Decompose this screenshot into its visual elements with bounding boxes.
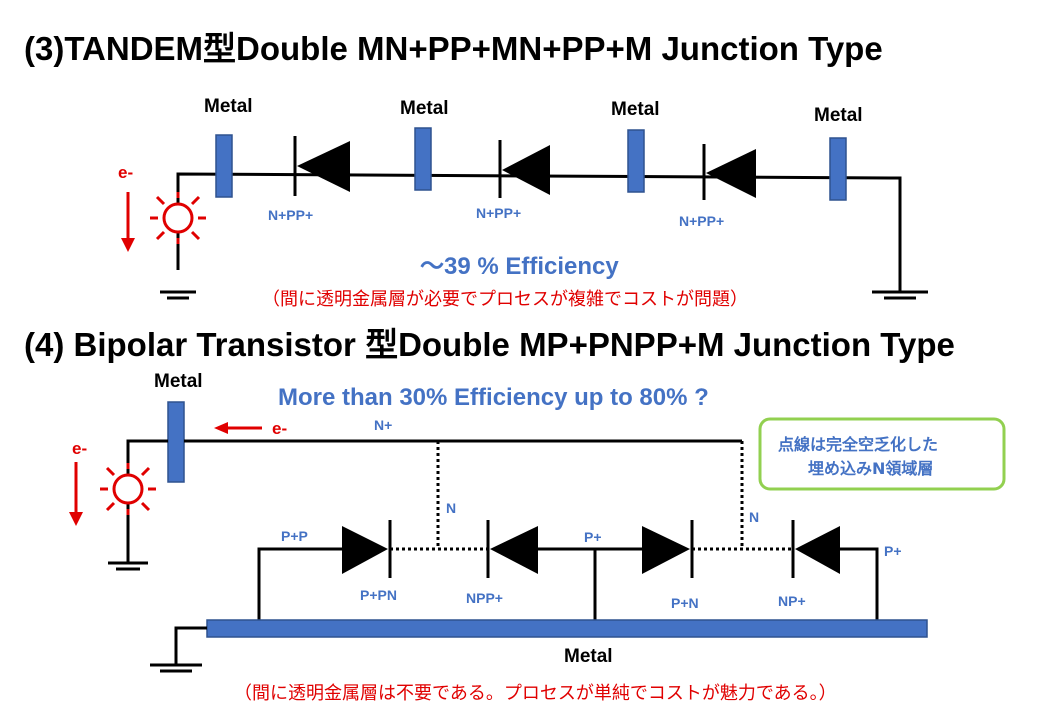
section4-ground-left-icon xyxy=(108,561,148,571)
section3-metal-label-2: Metal xyxy=(400,98,449,119)
section4-label-p-plus-right: P+ xyxy=(884,543,902,559)
section4-label-n-plus: N+ xyxy=(374,417,392,433)
section4-label-np: NP+ xyxy=(778,593,806,609)
section4-diode-4-icon xyxy=(791,520,840,578)
section4-label-p-p: P+P xyxy=(281,528,308,544)
section3-electron-arrow-icon xyxy=(121,192,135,252)
section3-ground-left-icon xyxy=(160,290,196,300)
section3-junction-label-1: N+PP+ xyxy=(268,207,313,223)
section4-electron-arrow-down-icon xyxy=(69,462,83,526)
section4-wire-bottom-right xyxy=(840,547,879,620)
section4-label-p-n: P+N xyxy=(671,595,699,611)
section4-metal-top-label: Metal xyxy=(154,371,203,392)
section3-junction-label-2: N+PP+ xyxy=(476,205,521,221)
section4-label-n-right: N xyxy=(749,509,759,525)
section4-label-p-pn: P+PN xyxy=(360,587,397,603)
section4-electron-arrow-left-icon xyxy=(214,422,262,434)
section4-title: (4) Bipolar Transistor 型Double MP+PNPP+M… xyxy=(24,326,955,363)
section3-junction-label-3: N+PP+ xyxy=(679,213,724,229)
section4-diode-3-icon xyxy=(642,520,694,578)
section4-label-p-plus-mid: P+ xyxy=(584,529,602,545)
section3-metal-4 xyxy=(829,137,847,201)
section3-metal-label-4: Metal xyxy=(814,105,863,126)
section4-electron-label-right: e- xyxy=(272,419,287,438)
section4-note: （間に透明金属層は不要である。プロセスが単純でコストが魅力である。） xyxy=(234,683,837,704)
section3-efficiency: ～39 % Efficiency xyxy=(420,253,619,280)
section3-diode-2-icon xyxy=(498,140,550,198)
section4-light-emission-icon xyxy=(100,463,156,515)
section3-note: （間に透明金属層が必要でプロセスが複雑でコストが問題） xyxy=(262,289,748,310)
section3-metal-1 xyxy=(215,134,233,198)
section4-wire-bottom-left xyxy=(257,547,342,620)
section4-wire-left xyxy=(126,439,168,562)
section3-metal-2 xyxy=(414,127,432,191)
section3-metal-3 xyxy=(627,129,645,193)
section3-electron-label: e- xyxy=(118,163,133,182)
section4-callout-line2: 埋め込みN領域層 xyxy=(808,459,933,478)
section3-diode-3-icon xyxy=(702,144,756,200)
section3-light-emission-icon xyxy=(150,192,206,244)
section4-callout-box xyxy=(758,417,1006,491)
section4-metal-bottom xyxy=(206,619,928,638)
section4-electron-label-left: e- xyxy=(72,439,87,458)
section3-metal-label-3: Metal xyxy=(611,99,660,120)
section4-label-npp: NPP+ xyxy=(466,590,503,606)
section3-title: (3)TANDEM型Double MN+PP+MN+PP+M Junction … xyxy=(24,30,883,67)
section4-callout-line1: 点線は完全空乏化した xyxy=(778,435,938,454)
section4-diode-1-icon xyxy=(342,520,392,578)
section4-wire-ground-right xyxy=(174,626,207,664)
section4-efficiency: More than 30% Efficiency up to 80% ? xyxy=(278,384,709,411)
section4-ground-bottom-icon xyxy=(150,663,202,673)
section4-label-n-left: N xyxy=(446,500,456,516)
section4-diode-2-icon xyxy=(486,520,538,578)
section3-ground-right-icon xyxy=(872,290,928,300)
section4-metal-top xyxy=(167,401,185,483)
section3-metal-label-1: Metal xyxy=(204,96,253,117)
section3-diode-1-icon xyxy=(293,136,350,196)
section4-metal-bottom-label: Metal xyxy=(564,646,613,667)
